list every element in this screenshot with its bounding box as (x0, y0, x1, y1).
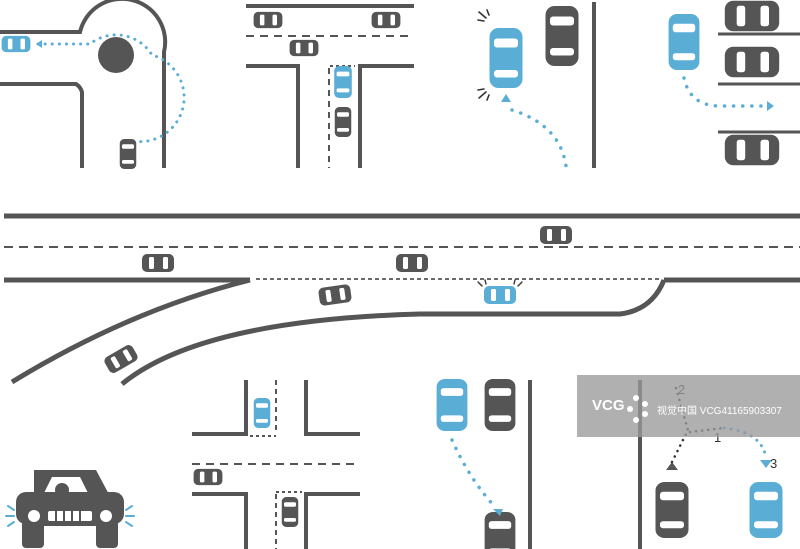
car-icon (1, 35, 31, 53)
car-icon (102, 343, 140, 375)
car-icon (371, 11, 401, 29)
car-icon (489, 28, 523, 88)
car-icon (724, 134, 780, 166)
roundabout-panel (0, 0, 186, 169)
car-icon (317, 283, 353, 307)
watermark-logo: VCG (592, 397, 625, 414)
highway-merge-panel (4, 213, 800, 386)
car-icon (253, 11, 283, 29)
car-icon (436, 379, 468, 431)
car-icon (724, 46, 780, 78)
roundabout-island (98, 37, 134, 73)
crossroad-panel (192, 380, 360, 549)
car-icon (484, 379, 516, 431)
car-icon (334, 66, 352, 98)
car-icon (484, 512, 516, 549)
car-icon (396, 254, 428, 272)
car-icon (668, 14, 700, 70)
step-label-1: 1 (714, 430, 721, 445)
car-icon (119, 139, 137, 169)
car-icon (281, 497, 299, 527)
car-icon (334, 107, 352, 137)
front-car-panel (5, 470, 135, 548)
car-icon (193, 468, 223, 486)
car-icon (540, 226, 572, 244)
parallel-parking-exit-panel (477, 2, 596, 168)
car-icon (545, 6, 579, 66)
parallel-path (450, 438, 498, 510)
car-icon (289, 39, 319, 57)
perpendicular-parking-panel (668, 0, 800, 166)
car-icon (749, 482, 783, 538)
car-icon (142, 254, 174, 272)
parking-path (682, 76, 772, 108)
car-icon (484, 286, 516, 304)
car-icon (253, 398, 271, 428)
t-intersection-panel (246, 4, 414, 168)
watermark-caption: 视觉中国 VCG41165903307 (657, 404, 782, 417)
car-icon (655, 482, 689, 538)
roundabout-path (36, 33, 186, 144)
parallel-parking-panel (436, 379, 532, 549)
exit-path (510, 108, 568, 168)
watermark: VCG 视觉中国 VCG41165903307 (577, 375, 800, 437)
car-icon (724, 0, 780, 32)
step-label-3: 3 (770, 456, 777, 471)
